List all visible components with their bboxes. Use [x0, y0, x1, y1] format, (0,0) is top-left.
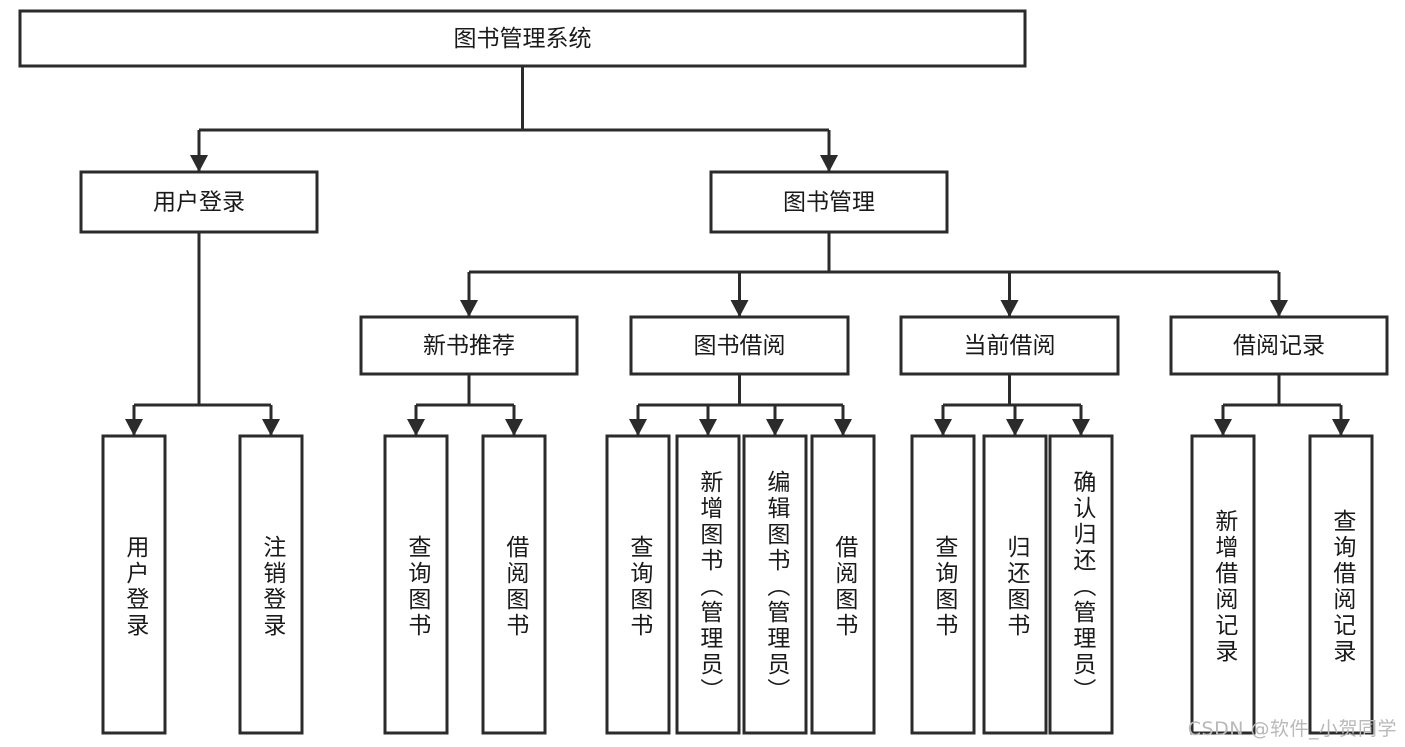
- node-label: 图书借阅: [694, 333, 786, 359]
- node-label: 图书管理系统: [454, 26, 592, 52]
- node-box[interactable]: [810, 434, 876, 735]
- arrow-head-icon: [1000, 300, 1019, 317]
- node-box[interactable]: [1190, 434, 1256, 735]
- arrow-head-icon: [125, 419, 143, 436]
- arrow-head-icon: [460, 300, 478, 317]
- arrow-head-icon: [1270, 300, 1288, 317]
- node-leaf-edit-book[interactable]: [742, 434, 808, 735]
- node-box[interactable]: [481, 434, 547, 735]
- node-box[interactable]: [982, 434, 1048, 735]
- node-box[interactable]: [629, 315, 850, 376]
- connector-layer: [125, 66, 1350, 436]
- node-leaf-add-book[interactable]: [675, 434, 741, 735]
- node-leaf-confirm-return[interactable]: [1048, 434, 1114, 735]
- arrow-head-icon: [1214, 419, 1232, 436]
- node-box[interactable]: [238, 434, 304, 735]
- arrow-head-icon: [834, 419, 852, 436]
- node-label: 借阅记录: [1233, 333, 1325, 359]
- node-user-login[interactable]: 用户登录: [79, 170, 319, 234]
- arrow-head-icon: [262, 419, 280, 436]
- node-box[interactable]: [675, 434, 741, 735]
- node-label: 图书管理: [783, 190, 875, 216]
- node-new-book-rec[interactable]: 新书推荐: [359, 315, 579, 376]
- node-leaf-query-book-rec[interactable]: [383, 434, 449, 735]
- node-box[interactable]: [359, 315, 579, 376]
- node-leaf-query-book-borrow[interactable]: [605, 434, 671, 735]
- node-leaf-return-book[interactable]: [982, 434, 1048, 735]
- node-box[interactable]: [899, 315, 1120, 376]
- arrow-head-icon: [505, 419, 523, 436]
- arrow-head-icon: [766, 419, 784, 436]
- node-leaf-logout[interactable]: [238, 434, 304, 735]
- node-box[interactable]: [1169, 315, 1389, 376]
- node-box[interactable]: [1048, 434, 1114, 735]
- node-box[interactable]: [709, 170, 949, 234]
- node-box[interactable]: [1308, 434, 1374, 735]
- node-leaf-user-login[interactable]: [101, 434, 167, 735]
- arrow-head-icon: [699, 419, 717, 436]
- node-box[interactable]: [18, 9, 1027, 68]
- node-box[interactable]: [910, 434, 976, 735]
- node-label: 新书推荐: [423, 333, 515, 359]
- node-box[interactable]: [742, 434, 808, 735]
- arrow-head-icon: [820, 155, 838, 172]
- node-root[interactable]: 图书管理系统: [18, 9, 1027, 68]
- arrow-head-icon: [1006, 419, 1024, 436]
- node-leaf-borrow-book[interactable]: [810, 434, 876, 735]
- csdn-watermark: CSDN @软件_小贺同学: [1187, 718, 1397, 740]
- node-box[interactable]: [605, 434, 671, 735]
- node-leaf-add-record[interactable]: [1190, 434, 1256, 735]
- arrow-head-icon: [407, 419, 425, 436]
- node-box[interactable]: [79, 170, 319, 234]
- node-leaf-query-book-cur[interactable]: [910, 434, 976, 735]
- arrow-head-icon: [629, 419, 647, 436]
- arrow-head-icon: [934, 419, 952, 436]
- arrow-head-icon: [190, 155, 208, 172]
- node-box[interactable]: [101, 434, 167, 735]
- node-book-manage[interactable]: 图书管理: [709, 170, 949, 234]
- node-box[interactable]: [383, 434, 449, 735]
- node-borrow-record[interactable]: 借阅记录: [1169, 315, 1389, 376]
- arrow-head-icon: [730, 300, 749, 317]
- node-leaf-query-record[interactable]: [1308, 434, 1374, 735]
- node-label: 当前借阅: [964, 333, 1056, 359]
- node-leaf-borrow-book-rec[interactable]: [481, 434, 547, 735]
- node-current-borrow[interactable]: 当前借阅: [899, 315, 1120, 376]
- node-label: 用户登录: [153, 190, 245, 216]
- node-book-borrow[interactable]: 图书借阅: [629, 315, 850, 376]
- arrow-head-icon: [1072, 419, 1090, 436]
- arrow-head-icon: [1332, 419, 1350, 436]
